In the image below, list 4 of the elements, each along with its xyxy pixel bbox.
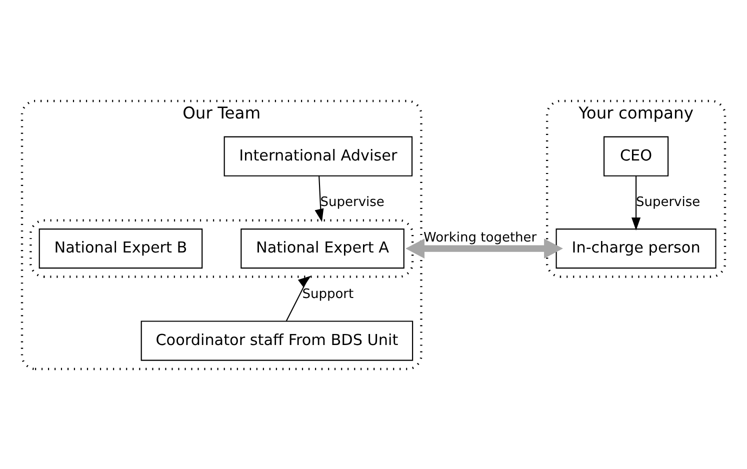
edge-label: Supervise [636, 194, 700, 210]
edge-label: Support [302, 286, 354, 302]
edge-label: Working together [424, 230, 537, 246]
edge-label: Supervise [320, 194, 384, 210]
